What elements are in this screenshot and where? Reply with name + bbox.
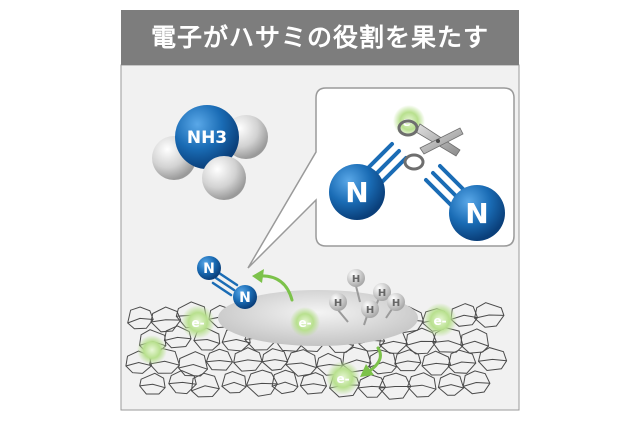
svg-text:H: H <box>366 305 374 316</box>
svg-text:H: H <box>334 298 342 309</box>
lattice-edge <box>271 381 299 388</box>
lattice-edge <box>233 359 263 364</box>
lattice-cell <box>168 370 197 395</box>
callout-nitrogen-atom: N <box>329 164 385 220</box>
lattice-cell <box>447 349 477 374</box>
transfer-arrow-head <box>252 269 264 283</box>
ammonia-label: NH3 <box>187 128 227 148</box>
ammonia-nitrogen-atom <box>175 105 239 169</box>
lattice-edge <box>421 362 451 367</box>
lattice-cell <box>460 328 490 354</box>
lattice-edge <box>139 383 166 389</box>
triple-bond-left <box>366 142 408 184</box>
transfer-arrow-head <box>360 364 374 377</box>
lattice-edge <box>407 384 437 390</box>
svg-text:H: H <box>392 298 400 309</box>
lattice-edge <box>460 340 489 347</box>
lattice-electron: e- <box>423 303 457 337</box>
triple-bond-right <box>424 164 468 208</box>
lattice-edge <box>193 338 220 344</box>
lattice-cell <box>127 306 154 330</box>
surface-hydrogen-atom: H <box>385 293 405 319</box>
title-bar: 電子がハサミの役割を果たす <box>121 10 519 65</box>
lattice-electron: e- <box>181 305 215 339</box>
lattice-edge <box>178 363 208 370</box>
lattice-cell <box>462 370 491 395</box>
lattice-edge <box>300 383 327 387</box>
lattice-edge <box>127 317 154 324</box>
lattice-edge <box>358 385 386 389</box>
lattice-cell <box>421 350 452 376</box>
lattice-edge <box>379 340 408 346</box>
lattice-cell <box>474 302 505 328</box>
lattice-edge <box>262 359 288 363</box>
transfer-arrow <box>366 346 382 374</box>
lattice-edge <box>222 338 251 344</box>
lattice-cell <box>245 369 278 397</box>
lattice-edge <box>394 360 421 365</box>
lattice-cell <box>477 347 508 372</box>
lattice-edge <box>474 314 504 319</box>
svg-text:e-: e- <box>191 316 204 330</box>
lattice-cell <box>299 372 328 395</box>
diagram-title: 電子がハサミの役割を果たす <box>150 23 489 52</box>
ammonia-molecule: NH3 <box>152 105 268 200</box>
svg-text:N: N <box>203 261 215 277</box>
lattice-edge <box>448 361 476 367</box>
svg-text:N: N <box>465 197 488 230</box>
lattice-cell <box>205 348 234 371</box>
lattice-cell <box>357 374 387 398</box>
svg-text:e-: e- <box>433 314 446 328</box>
svg-text:N: N <box>345 176 368 209</box>
lattice-cell <box>369 349 398 375</box>
lattice-edge <box>150 319 181 323</box>
lattice-edge <box>432 340 464 347</box>
lattice-cell <box>261 348 289 371</box>
nitrogen-molecule: N N <box>197 256 257 309</box>
svg-text:N: N <box>239 290 251 306</box>
lattice-edge <box>168 381 197 385</box>
lattice-cell <box>139 372 166 395</box>
lattice-edge <box>379 386 411 389</box>
lattice-cell <box>378 372 412 400</box>
lattice-edge <box>463 381 490 387</box>
lattice-cell <box>190 372 220 398</box>
callout-nitrogen-atom: N <box>449 185 505 241</box>
lattice-cell <box>150 306 182 333</box>
nitrogen-atom <box>233 285 257 309</box>
surface-hydrogen-atom: H <box>347 269 365 303</box>
lattice-edge <box>438 384 464 389</box>
lattice-cell <box>394 349 422 372</box>
surface-hydrogen-atom: H <box>329 293 349 323</box>
lattice-edge <box>285 362 317 369</box>
lattice-edge <box>125 361 152 367</box>
lattice-electron: e- <box>326 361 360 395</box>
lattice-electron <box>137 335 167 365</box>
ammonia-hydrogen-atom <box>202 156 246 200</box>
surface-electron: e- <box>290 307 320 337</box>
lattice-cell <box>233 347 263 372</box>
svg-text:H: H <box>378 288 386 299</box>
surface-hydrogen-atom: H <box>361 300 379 326</box>
lattice-edge <box>164 336 192 341</box>
svg-text:e-: e- <box>336 372 349 386</box>
scissors-icon <box>397 119 464 171</box>
svg-text:e-: e- <box>298 316 311 330</box>
lattice-edge <box>221 381 247 388</box>
lattice-edge <box>206 359 233 363</box>
svg-text:H: H <box>352 274 360 285</box>
lattice-edge <box>478 358 507 362</box>
nitrogen-atom <box>197 256 221 280</box>
lattice-cell <box>271 369 299 395</box>
lattice-cell <box>406 372 437 398</box>
lattice-cell <box>437 372 465 396</box>
lattice-cell <box>221 370 247 394</box>
lattice-edge <box>405 340 437 346</box>
lattice-edge <box>191 385 220 392</box>
